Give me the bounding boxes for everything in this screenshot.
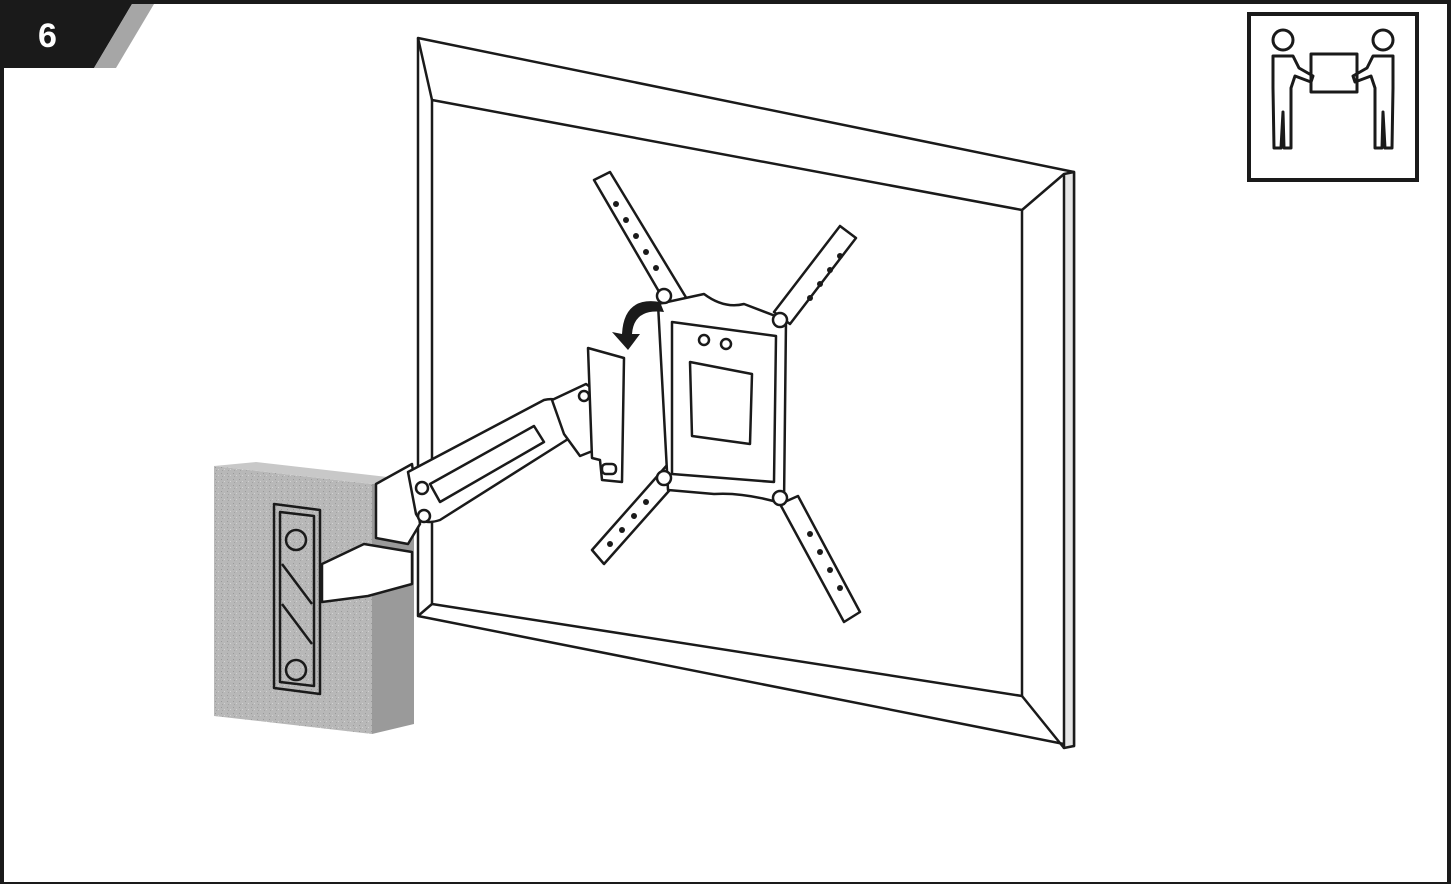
step-number: 6: [38, 17, 57, 55]
two-person-lift-badge: [1247, 12, 1419, 182]
tv-mount-illustration: [214, 36, 1076, 750]
articulating-arm: [320, 346, 626, 604]
step-tab-icon: [4, 4, 154, 68]
wall-plate: [272, 502, 322, 696]
wall-block: [214, 462, 414, 734]
step-badge: 6: [4, 4, 154, 68]
rotate-arrow-icon: [612, 301, 664, 350]
vesa-mounting-plate: [590, 170, 862, 624]
two-person-lift-icon: [1271, 28, 1395, 150]
